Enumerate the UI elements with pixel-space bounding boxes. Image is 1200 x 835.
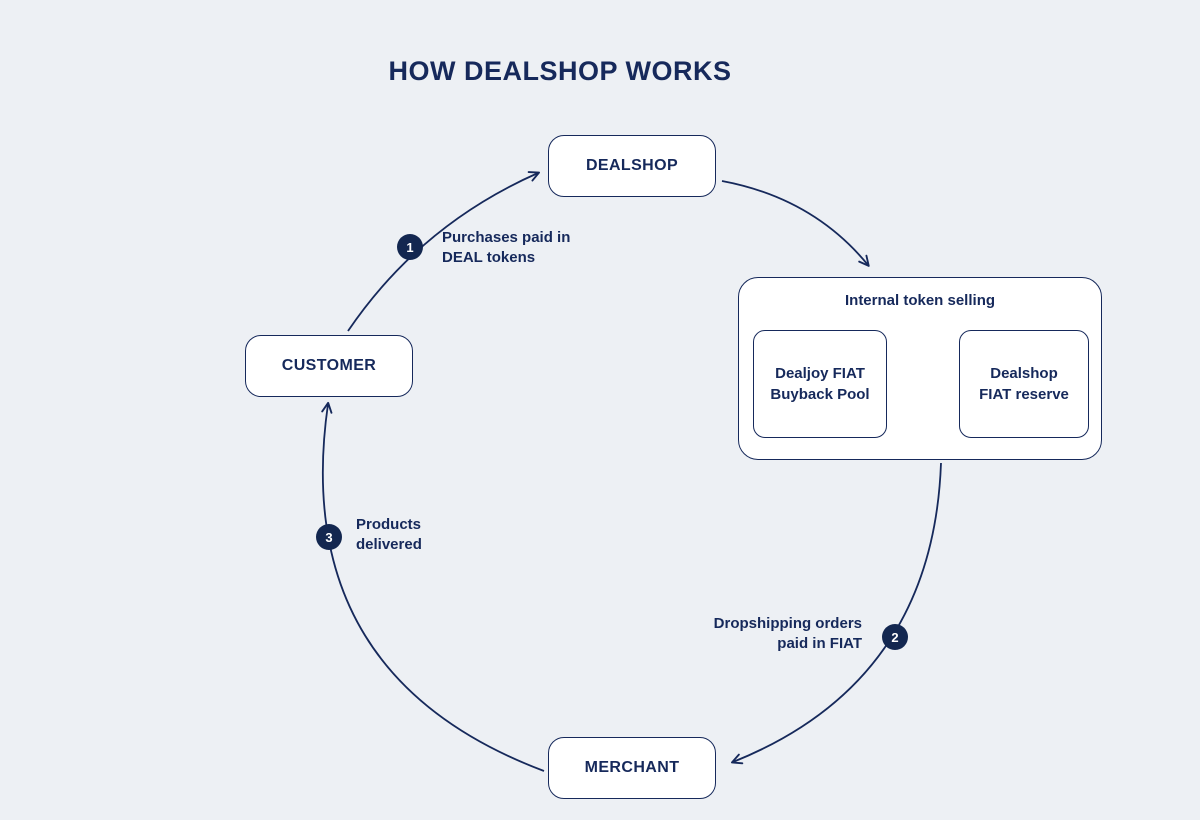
node-merchant-label: MERCHANT <box>584 759 680 776</box>
step-3-number: 3 <box>325 529 333 545</box>
dealshop-fiat-reserve-box: Dealshop FIAT reserve <box>959 330 1089 438</box>
arrow-merchant-to-customer <box>321 401 545 772</box>
fiat-reserve-line2: FIAT reserve <box>979 386 1069 403</box>
step-3-line1: Products <box>356 516 422 533</box>
node-dealshop-label: DEALSHOP <box>585 157 679 174</box>
buyback-pool-line1: Dealjoy FIAT <box>775 365 865 382</box>
internal-token-selling-title: Internal token selling <box>844 292 996 309</box>
node-customer-label: CUSTOMER <box>281 357 377 374</box>
step-1-badge: 1 <box>397 234 423 260</box>
step-3-line2: delivered <box>356 536 422 553</box>
arrow-internal-box-to-merchant <box>730 462 942 765</box>
node-dealshop: DEALSHOP <box>548 135 716 197</box>
internal-token-selling-box: Internal token selling Dealjoy FIAT Buyb… <box>738 277 1102 460</box>
arrow-dealshop-to-internal-box <box>721 180 870 267</box>
footer-strip <box>0 820 1200 835</box>
fiat-reserve-line1: Dealshop <box>990 365 1058 382</box>
step-1-line2-strong: DEAL <box>442 249 483 266</box>
step-2-badge: 2 <box>882 624 908 650</box>
diagram-title: HOW DEALSHOP WORKS <box>388 56 732 86</box>
step-1-number: 1 <box>406 239 414 255</box>
buyback-pool-line2: Buyback Pool <box>770 386 870 403</box>
step-2-label: Dropshipping orders paid in FIAT <box>714 614 862 654</box>
step-1-line2-rest: tokens <box>482 249 536 266</box>
step-2-line1: Dropshipping orders <box>713 615 862 632</box>
step-2-number: 2 <box>891 629 899 645</box>
node-customer: CUSTOMER <box>245 335 413 397</box>
step-3-badge: 3 <box>316 524 342 550</box>
step-1-line2: DEAL tokens <box>442 248 570 268</box>
step-1-label: Purchases paid in DEAL tokens <box>442 228 570 268</box>
step-3-label: Products delivered <box>356 515 422 555</box>
step-1-line1: Purchases paid in <box>442 229 571 246</box>
dealjoy-fiat-buyback-pool-box: Dealjoy FIAT Buyback Pool <box>753 330 887 438</box>
step-2-line2: paid in FIAT <box>777 635 862 652</box>
node-merchant: MERCHANT <box>548 737 716 799</box>
